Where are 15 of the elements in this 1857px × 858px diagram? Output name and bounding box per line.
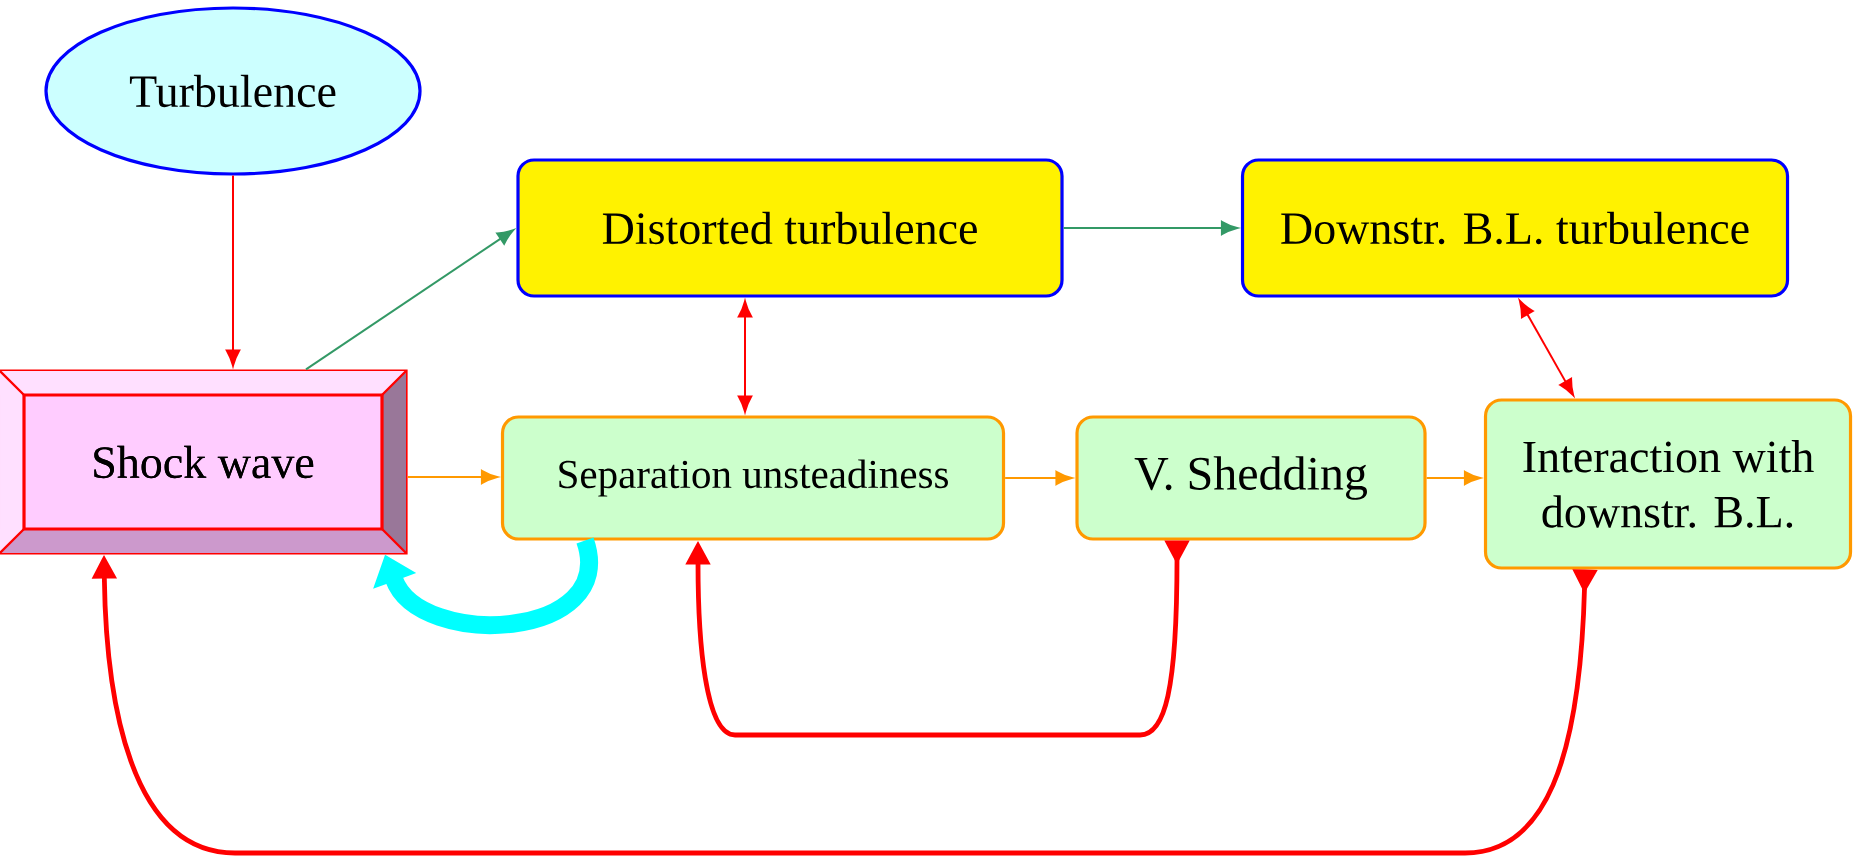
process-box: Downstr. B.L. turbulence	[1240, 158, 1790, 298]
process-box: Interaction with downstr. B.L.	[1483, 398, 1853, 570]
arrow	[1518, 300, 1575, 397]
arrow	[1425, 470, 1482, 486]
process-box: Distorted turbulence	[516, 158, 1064, 298]
arrow	[1062, 220, 1239, 236]
arrow	[305, 229, 515, 371]
ellipse-node: Turbulence	[44, 6, 422, 176]
beveled-box: Shock wave	[0, 369, 408, 555]
process-box: V. Shedding	[1075, 415, 1427, 541]
arrow	[1004, 470, 1073, 486]
arrow	[406, 469, 499, 485]
arrow	[737, 300, 753, 413]
process-box: Separation unsteadiness	[500, 415, 1006, 541]
arrow	[225, 174, 241, 367]
